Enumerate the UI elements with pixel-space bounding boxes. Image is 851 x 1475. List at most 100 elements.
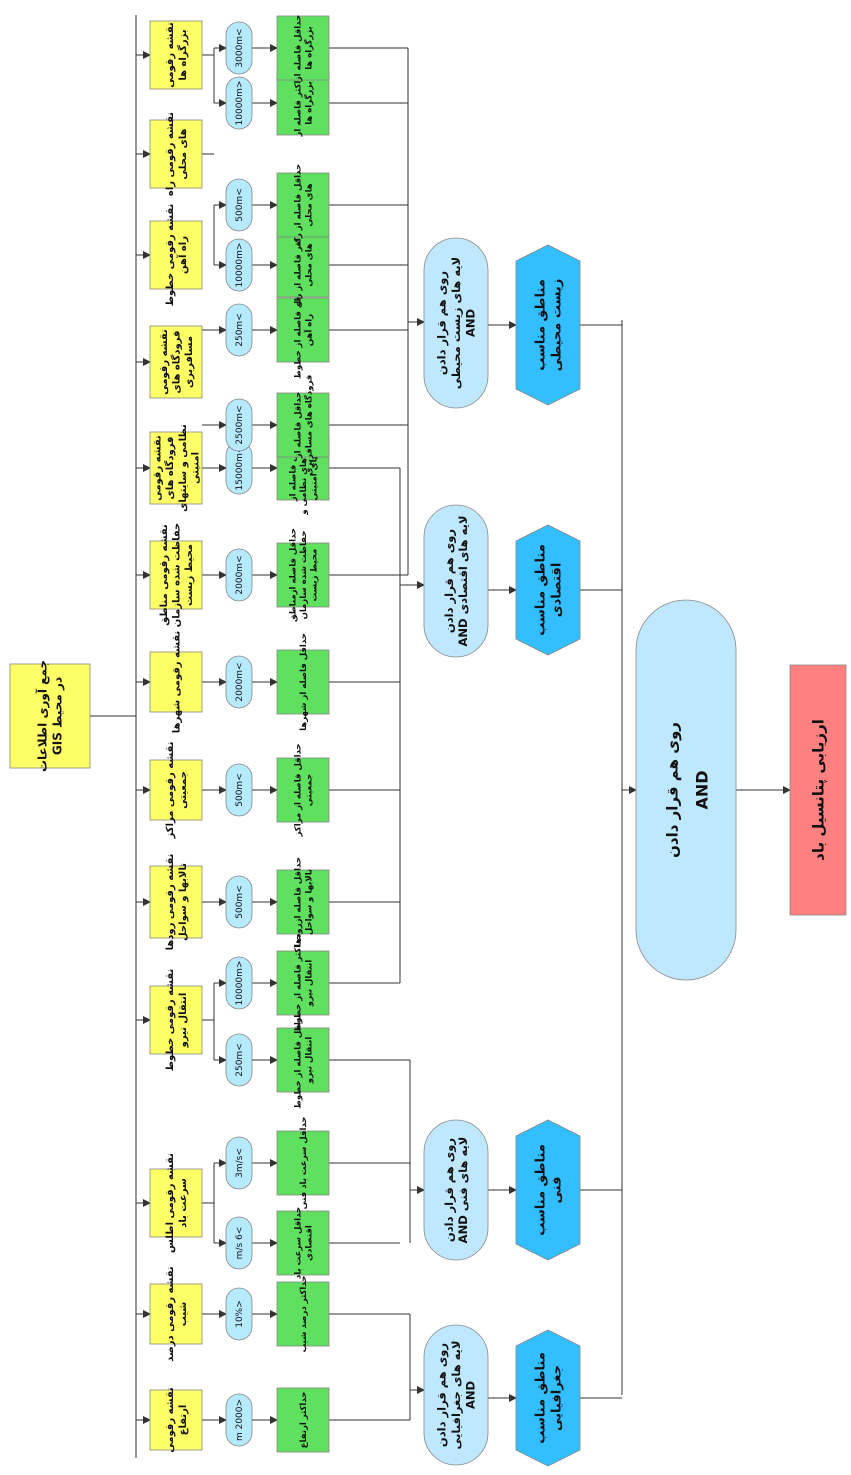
result-box-11-1 [276, 172, 330, 238]
result-label-11-1: حداقل فاصله از راههای محلی [294, 164, 315, 246]
and-overlay-2 [423, 504, 489, 658]
threshold-label-12-0: <10000m [235, 81, 245, 126]
final-and-label: روی هم قرار دادن [663, 722, 681, 858]
threshold-pill-11-1 [225, 178, 253, 232]
layer-box-2 [149, 1168, 203, 1238]
threshold-label-12-1: >3000m [235, 28, 245, 67]
final-and-operator: AND [693, 770, 712, 809]
result-label-3-0: حداقل فاصله از خطوطانتقال نیرو [294, 1011, 315, 1109]
result-box-2-0 [276, 1210, 330, 1276]
threshold-pill-4-0 [225, 875, 253, 929]
threshold-label-9-0: >2500m [235, 405, 245, 444]
threshold-label-2-1: >3m/s [235, 1148, 245, 1178]
final-result-label: ارزیابی پتانسیل باد [809, 719, 828, 861]
layer-box-6 [149, 651, 203, 713]
result-box-5-0 [276, 757, 330, 823]
result-label-7-0: حداقل فاصله ازمناطقحفاظت شده سازمانمحیط … [288, 528, 319, 622]
result-box-3-0 [276, 1027, 330, 1093]
threshold-pill-3-1 [225, 956, 253, 1010]
result-box-9-0 [276, 392, 330, 458]
threshold-pill-12-1 [225, 21, 253, 75]
result-label-6-0: حداقل فاصله از شهرها [299, 633, 309, 731]
zone-label-3: مناطق مناسبزیست محیطی [533, 279, 564, 371]
layer-box-12 [149, 20, 203, 90]
result-label-12-0: حداکثر فاصله ازبزرگراه ها [294, 70, 315, 138]
result-label-5-0: حداقل فاصله از مراکزجمعیتی [294, 743, 315, 837]
threshold-pill-7-0 [225, 548, 253, 602]
result-box-6-0 [276, 649, 330, 715]
threshold-pill-2-0 [225, 1216, 253, 1270]
root-box [9, 663, 91, 769]
result-label-9-0: حداقل فاصله ازفرودگاه های مسافربری [294, 375, 315, 476]
threshold-pill-6-0 [225, 655, 253, 709]
layer-box-5 [149, 759, 203, 821]
threshold-label-6-0: >2000m [235, 662, 245, 701]
final-result-box [789, 664, 847, 916]
threshold-pill-5-0 [225, 763, 253, 817]
threshold-label-3-0: >250m [235, 1043, 245, 1077]
result-box-12-1 [276, 15, 330, 81]
threshold-label-7-0: >2000m [235, 555, 245, 594]
result-label-10-0: حداقل فاصله از خطوطراه آهن [294, 281, 315, 379]
zone-hexagon-0 [515, 1329, 581, 1467]
result-box-0-0 [276, 1387, 330, 1453]
result-label-2-0: حداقل سرعت باداقتصادی [294, 1207, 315, 1279]
layer-box-4 [149, 865, 203, 939]
threshold-label-11-1: >500m [235, 188, 245, 222]
threshold-pill-11-0 [225, 238, 253, 292]
result-label-11-0: حداکثر فاصله از راههای محلی [294, 224, 315, 307]
result-label-2-1: حداقل سرعت باد فنی [299, 1117, 309, 1210]
layer-box-10 [149, 220, 203, 290]
root-label: جمع آوری اطلاعاتدر محیط GIS [35, 660, 65, 772]
threshold-pill-10-0 [225, 303, 253, 357]
final-and-box [635, 599, 737, 981]
threshold-label-3-1: <10000m [235, 961, 245, 1006]
threshold-pill-9-0 [225, 398, 253, 452]
zone-label-1: مناطق مناسبفنی [533, 1144, 564, 1236]
threshold-label-8-0: >15000m [235, 446, 245, 491]
layer-box-9 [149, 325, 203, 399]
threshold-label-4-0: >500m [235, 885, 245, 919]
zone-hexagon-2 [515, 524, 581, 656]
result-label-0-0: حداکثر ارتفاع [299, 1392, 309, 1449]
threshold-label-0-0: <2000 m [235, 1399, 245, 1441]
layer-box-0 [149, 1389, 203, 1451]
threshold-pill-3-0 [225, 1033, 253, 1087]
result-label-12-1: حداقل فاصله ازبزرگراه ها [294, 15, 315, 82]
and-overlay-1 [423, 1119, 489, 1261]
result-box-12-0 [276, 70, 330, 136]
layer-box-1 [149, 1283, 203, 1345]
layer-box-8 [149, 431, 203, 505]
and-overlay-0 [423, 1324, 489, 1466]
zone-label-2: مناطق مناسباقتصادی [533, 544, 564, 636]
result-box-1-0 [276, 1281, 330, 1347]
threshold-label-11-0: <10000m [235, 243, 245, 288]
result-label-3-1: حداکثر فاصله از خطوطانتقال نیرو [294, 934, 315, 1033]
connector-lines [90, 15, 791, 1458]
threshold-label-5-0: >500m [235, 773, 245, 807]
threshold-pill-12-0 [225, 76, 253, 130]
and-overlay-label-1: روی هم قرار دادنلایه های فنی AND [442, 1137, 470, 1244]
and-overlay-label-3: روی هم قرار دادنلایه های زیست محیطیAND [435, 257, 478, 389]
result-box-11-0 [276, 232, 330, 298]
threshold-pill-2-1 [225, 1136, 253, 1190]
result-box-10-0 [276, 297, 330, 363]
zone-hexagon-3 [515, 244, 581, 406]
layer-box-3 [149, 985, 203, 1055]
and-overlay-label-0: روی هم قرار دادنلایه های جغرافیاییAND [435, 1340, 478, 1449]
threshold-pill-1-0 [225, 1287, 253, 1341]
zone-label-0: مناطق مناسبجغرافیایی [533, 1352, 564, 1444]
